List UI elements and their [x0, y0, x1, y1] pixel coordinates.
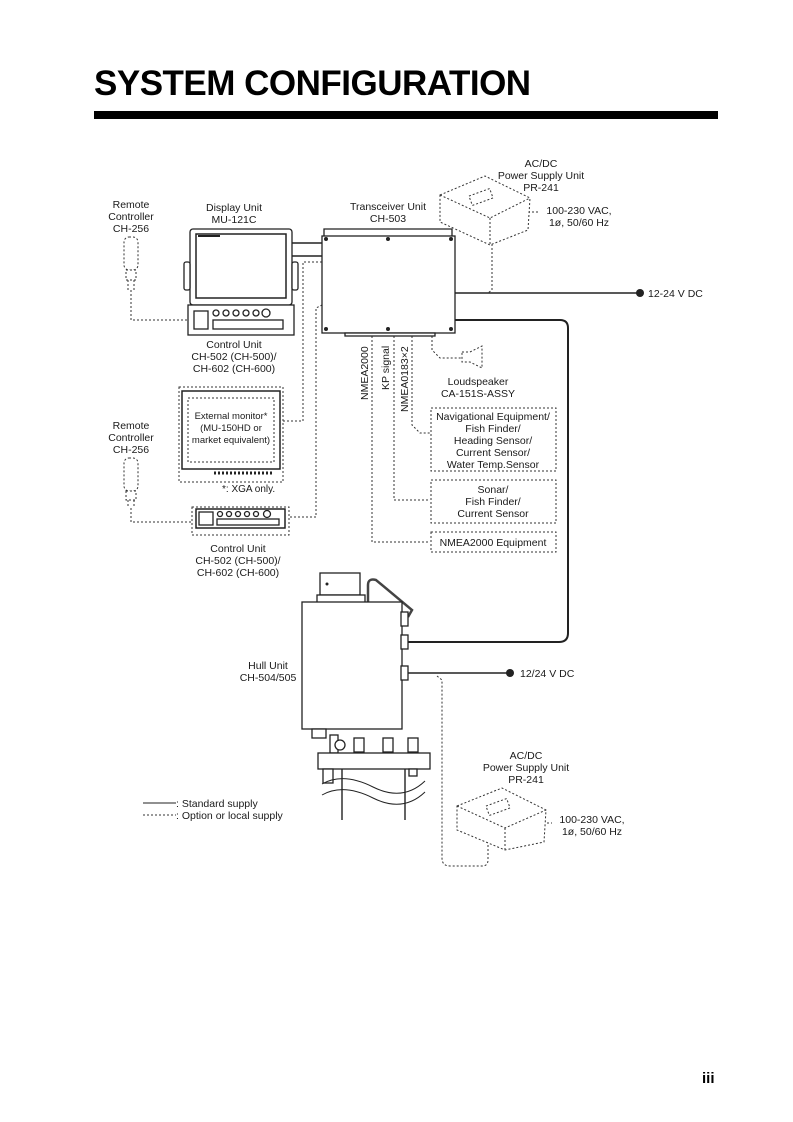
control-unit-bottom-label-2: CH-502 (CH-500)/ — [195, 555, 280, 567]
kp-signal-label: KP signal — [380, 346, 392, 390]
nav-equipment-line-1: Navigational Equipment/ — [436, 411, 550, 423]
psu-top-label-1: AC/DC — [525, 158, 558, 170]
remote-controller-bottom-label-2: Controller — [108, 432, 154, 444]
psu-top-cable — [487, 240, 493, 294]
remote-bottom-cable — [130, 508, 192, 523]
display-transceiver-cable — [292, 242, 322, 257]
dc-terminal-dot — [636, 289, 644, 297]
external-monitor-line-3: market equivalent) — [192, 435, 270, 446]
external-monitor-line-1: External monitor* — [195, 411, 268, 422]
nav-equipment-line-2: Fish Finder/ — [465, 423, 521, 435]
control-unit-top-label-2: CH-502 (CH-500)/ — [191, 351, 276, 363]
control-unit-top-buttons — [193, 308, 284, 330]
nav-equipment-line-4: Current Sensor/ — [456, 447, 530, 459]
display-unit-label-1: Display Unit — [206, 202, 262, 214]
nmea2000-label: NMEA2000 — [359, 346, 371, 400]
control-unit-bottom-label-3: CH-602 (CH-600) — [197, 567, 279, 579]
remote-controller-bottom-label-3: CH-256 — [113, 444, 149, 456]
legend: : Standard supply : Option or local supp… — [143, 798, 284, 822]
remote-controller-icon — [123, 236, 139, 290]
loudspeaker-label-1: Loudspeaker — [448, 376, 509, 388]
legend-standard-label: : Standard supply — [176, 798, 258, 810]
display-unit-label-2: MU-121C — [212, 214, 257, 226]
nav-equipment-line-3: Heading Sensor/ — [454, 435, 532, 447]
loudspeaker-cable — [431, 336, 462, 359]
control-unit-bottom-label-1: Control Unit — [210, 543, 266, 555]
psu-top-input-1: 100-230 VAC, — [546, 205, 611, 217]
remote-controller-bottom: Remote Controller CH-256 — [108, 420, 154, 508]
nmea0183-label: NMEA0183×2 — [399, 346, 411, 412]
legend-option-label: : Option or local supply — [176, 810, 284, 822]
psu-bottom-label-1: AC/DC — [510, 750, 543, 762]
display-unit: Display Unit MU-121C — [183, 202, 299, 336]
dc-supply-cable-top — [455, 289, 644, 297]
transceiver-hull-cable — [408, 319, 569, 643]
psu-top-label-3: PR-241 — [523, 182, 559, 194]
control-unit-bottom-cable — [290, 304, 323, 518]
remote-controller-top-label-3: CH-256 — [113, 223, 149, 235]
dc-supply-cable-bottom — [408, 669, 514, 677]
control-unit-top-label-3: CH-602 (CH-600) — [193, 363, 275, 375]
nmea2000-equipment-box: NMEA2000 Equipment — [430, 531, 557, 553]
nav-equipment-line-5: Water Temp.Sensor — [447, 459, 540, 471]
page-number: iii — [702, 1070, 715, 1087]
transceiver-label-2: CH-503 — [370, 213, 406, 225]
external-monitor-cable — [283, 261, 322, 422]
remote-controller-top: Remote Controller CH-256 — [108, 199, 154, 290]
page-title: SYSTEM CONFIGURATION — [94, 64, 531, 103]
remote-controller-bottom-label-1: Remote — [113, 420, 150, 432]
sonar-line-2: Fish Finder/ — [465, 496, 521, 508]
psu-bottom: AC/DC Power Supply Unit PR-241 100-230 V… — [456, 750, 625, 851]
display-screen — [195, 233, 287, 299]
psu-bottom-input-1: 100-230 VAC, — [559, 814, 624, 826]
transceiver-label-1: Transceiver Unit — [350, 201, 426, 213]
hull-unit-label-1: Hull Unit — [248, 660, 288, 672]
navigational-equipment-box: Navigational Equipment/ Fish Finder/ Hea… — [430, 407, 557, 472]
control-unit-top-label: Control Unit CH-502 (CH-500)/ CH-602 (CH… — [191, 339, 276, 375]
nmea0183-cable — [411, 336, 430, 434]
psu-top: AC/DC Power Supply Unit PR-241 100-230 V… — [439, 158, 612, 246]
sonar-line-1: Sonar/ — [478, 484, 509, 496]
title-rule — [94, 111, 718, 119]
kp-signal-cable — [393, 336, 430, 501]
loudspeaker-label-2: CA-151S-ASSY — [441, 388, 515, 400]
remote-controller-top-label-1: Remote — [113, 199, 150, 211]
transceiver-unit: Transceiver Unit CH-503 — [321, 201, 456, 337]
remote-top-cable — [130, 290, 188, 321]
dc-top-label: 12-24 V DC — [648, 288, 703, 300]
external-monitor: External monitor* (MU-150HD or market eq… — [178, 386, 284, 495]
loudspeaker: Loudspeaker CA-151S-ASSY — [441, 345, 515, 400]
sonar-line-3: Current Sensor — [457, 508, 529, 520]
external-monitor-line-2: (MU-150HD or — [200, 423, 262, 434]
sonar-box: Sonar/ Fish Finder/ Current Sensor — [430, 479, 557, 524]
dc-terminal-dot-bottom — [506, 669, 514, 677]
nmea2000-equipment-label: NMEA2000 Equipment — [440, 537, 547, 549]
hull-unit-label-2: CH-504/505 — [240, 672, 297, 684]
control-unit-top-label-1: Control Unit — [206, 339, 262, 351]
psu-top-input-2: 1ø, 50/60 Hz — [549, 217, 609, 229]
psu-bottom-label-2: Power Supply Unit — [483, 762, 569, 774]
psu-bottom-cable — [436, 675, 489, 867]
psu-bottom-label-3: PR-241 — [508, 774, 544, 786]
control-unit-bottom: Control Unit CH-502 (CH-500)/ CH-602 (CH… — [191, 506, 290, 579]
nmea2000-cable — [371, 336, 430, 543]
psu-top-label-2: Power Supply Unit — [498, 170, 584, 182]
xga-note: *: XGA only. — [222, 484, 275, 495]
remote-controller-top-label-2: Controller — [108, 211, 154, 223]
dc-bottom-label: 12/24 V DC — [520, 668, 575, 680]
psu-bottom-input-2: 1ø, 50/60 Hz — [562, 826, 622, 838]
hull-unit: Hull Unit CH-504/505 — [240, 572, 431, 820]
